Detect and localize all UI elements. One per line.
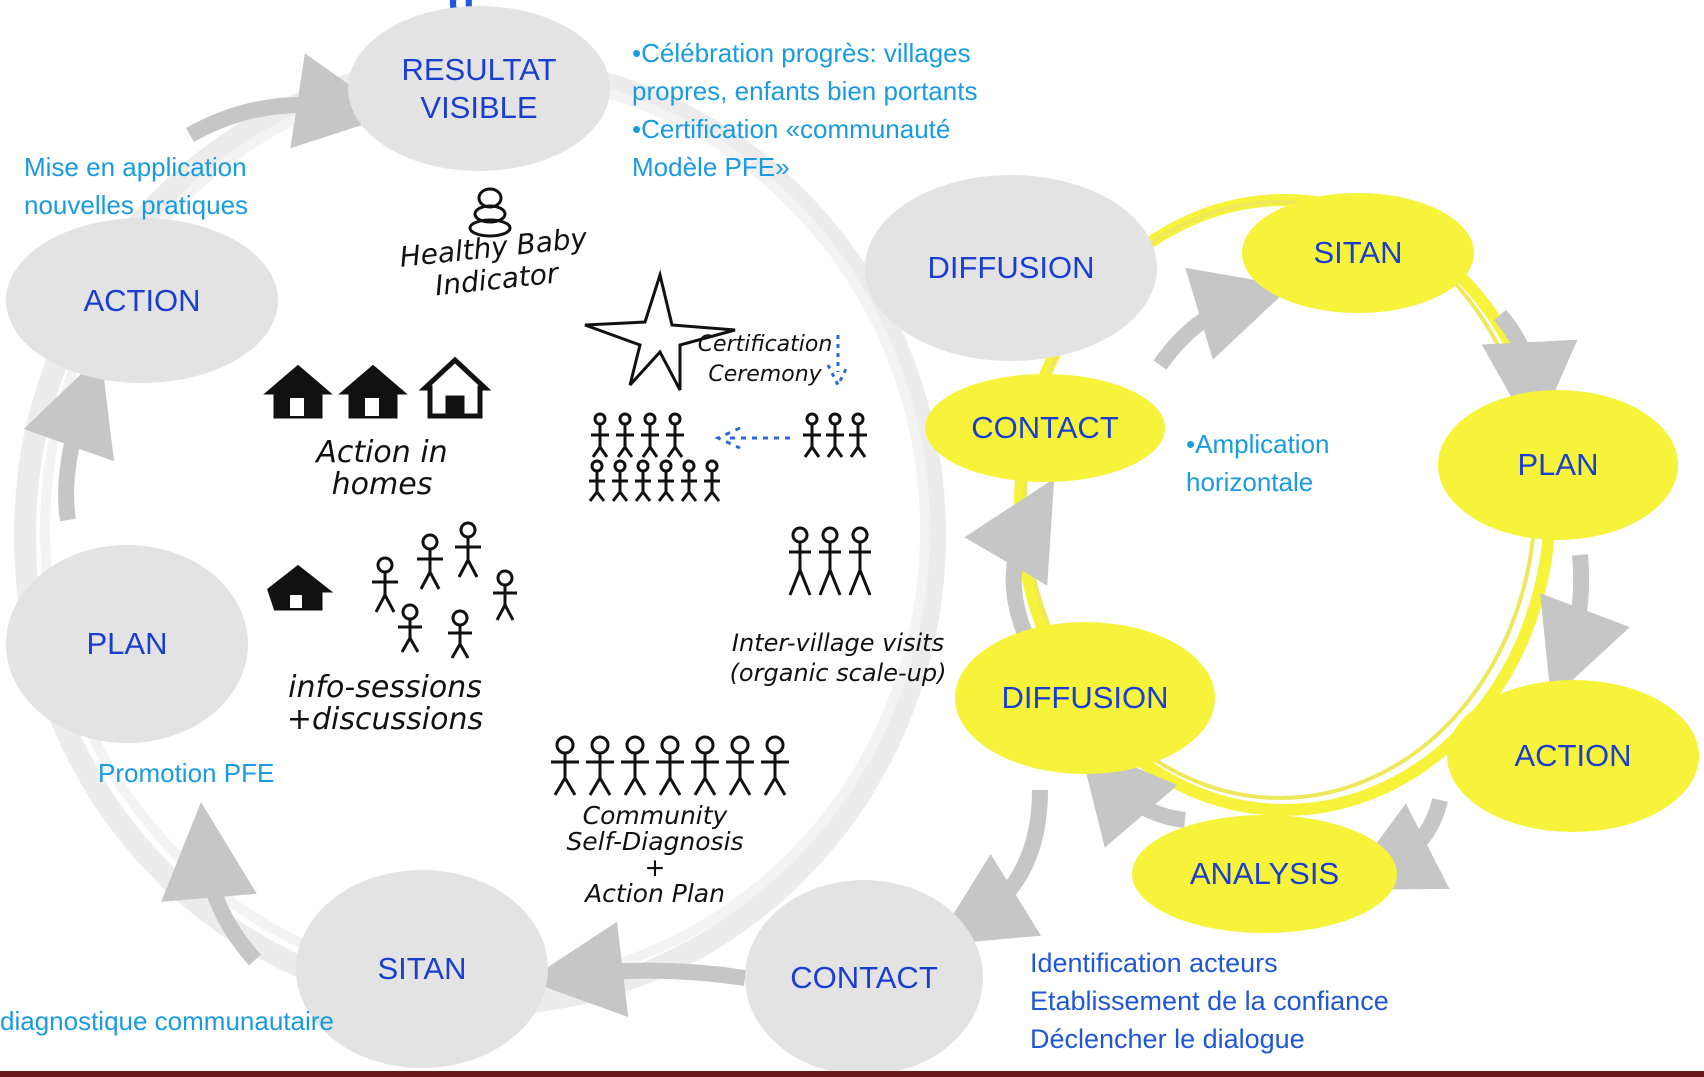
stick-figures-cert [588,412,867,502]
caption-info-sessions: info-sessions +discussions [286,670,484,737]
arrow-action-to-analysis [1342,798,1450,890]
arrow-contact-to-sitan [527,921,747,1018]
stick-figures-inter-village [788,526,872,596]
dotted-arrow-sketch [826,335,850,389]
node-plan-right: PLAN [1438,390,1678,540]
star-sketch [584,269,736,391]
node-action-right: ACTION [1447,680,1699,832]
arrow-plan-to-action-right [1540,554,1630,700]
arrow-sitan-to-plan [161,802,261,966]
bottom-bar [0,1071,1704,1077]
caption-inter-village: Inter-village visits (organic scale-up) [729,629,947,687]
node-contact-right: CONTACT [925,374,1165,482]
node-contact-left: CONTACT [745,880,983,1075]
arrow-action-to-resultat [186,53,393,149]
stick-figures-info [372,521,517,659]
note-contact-steps: Identification acteurs Etablissement de … [1030,948,1389,1054]
note-mise-en-application: Mise en application nouvelles pratiques [24,152,249,220]
caption-action-homes: Action in homes [316,435,448,502]
node-sitan-left: SITAN [296,870,548,1068]
arrow-diffusion-to-contact [934,789,1048,946]
caption-community: Community Self-Diagnosis + Action Plan [566,801,744,908]
note-celebration: •Célébration progrès: villages propres, … [632,38,978,182]
house-sketch-2 [267,564,334,611]
node-plan-left: PLAN [6,545,248,743]
healthy-baby-sketch [468,187,512,238]
dotted-left-arrow-sketch [714,426,790,450]
node-action-left: ACTION [6,218,278,383]
node-diffusion-left: DIFFUSION [865,175,1157,361]
stick-figures-community [551,735,789,796]
note-promotion: Promotion PFE [98,758,275,788]
note-amplication: •Amplication horizontale [1186,429,1330,497]
node-resultat-visible: RESULTAT VISIBLE [348,6,610,171]
node-sitan-right: SITAN [1242,193,1474,313]
note-diagnostique: diagnostique communautaire [0,1006,334,1036]
houses-sketch [263,356,492,419]
arrow-sitan-to-plan-right [1481,309,1578,438]
arrow-contact-to-diffusion-top [1153,267,1291,370]
arrow-plan-to-action [23,354,115,522]
arrow-analysis-to-diffusion [1078,743,1187,848]
node-diffusion-right: DIFFUSION [955,622,1215,774]
caption-certification: Certification Ceremony [697,332,833,387]
node-analysis: ANALYSIS [1132,815,1397,933]
